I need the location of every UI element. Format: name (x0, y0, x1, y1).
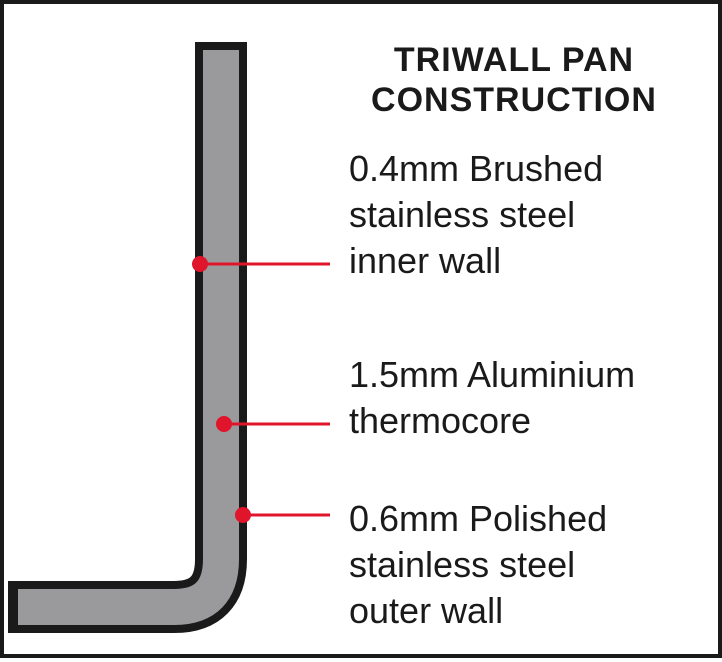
label-outer-wall-line-1: 0.6mm Polished (349, 498, 608, 539)
label-inner-wall-line-2: stainless steel (349, 194, 576, 235)
pan-wall-cross-section (8, 42, 330, 633)
label-thermocore: 1.5mm Aluminium thermocore (349, 352, 635, 444)
pan-wall-top-cap (195, 42, 247, 50)
callout-outer-wall (235, 507, 330, 523)
label-thermocore-line-2: thermocore (349, 400, 532, 441)
callout-inner-wall (192, 256, 330, 272)
callout-dot-thermocore (216, 416, 232, 432)
label-outer-wall-line-2: stainless steel (349, 544, 576, 585)
label-inner-wall-line-3: inner wall (349, 240, 502, 281)
pan-wall-outline (14, 42, 247, 633)
label-outer-wall: 0.6mm Polished stainless steel outer wal… (349, 496, 607, 634)
callout-dot-inner-wall (192, 256, 208, 272)
callout-dot-outer-wall (235, 507, 251, 523)
title-line-2: CONSTRUCTION (371, 81, 657, 119)
pan-wall-core (14, 42, 239, 625)
label-inner-wall-line-1: 0.4mm Brushed (349, 148, 604, 189)
title-line-1: TRIWALL PAN (393, 41, 635, 79)
label-inner-wall: 0.4mm Brushed stainless steel inner wall (349, 146, 603, 284)
diagram-title: TRIWALL PAN CONSTRUCTION (334, 40, 694, 120)
callout-thermocore (216, 416, 330, 432)
label-outer-wall-line-3: outer wall (349, 590, 504, 631)
pan-base-left-cap (8, 581, 18, 633)
label-thermocore-line-1: 1.5mm Aluminium (349, 354, 636, 395)
